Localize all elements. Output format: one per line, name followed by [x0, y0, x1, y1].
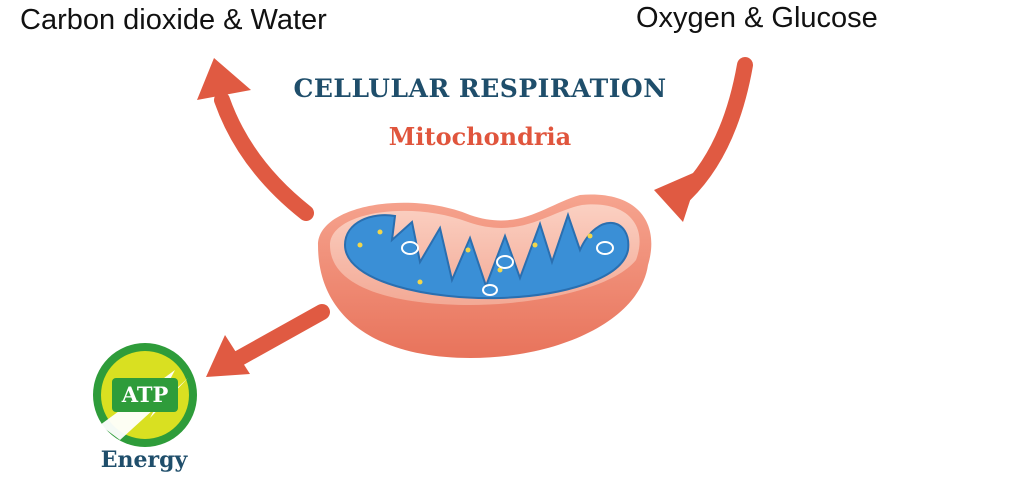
diagram-subtitle: Mitochondria: [388, 122, 572, 151]
atp-badge-icon: ATP: [93, 343, 197, 447]
outputs-label: Carbon dioxide & Water: [20, 4, 327, 36]
diagram-title: CELLULAR RESPIRATION: [293, 74, 667, 103]
atp-label: ATP: [121, 382, 169, 407]
arrow-to-atp-icon: [206, 304, 330, 377]
mitochondrion-icon: [318, 194, 652, 358]
arrow-down-left-icon: [654, 57, 753, 222]
arrow-up-left-icon: [197, 58, 314, 221]
energy-label: Energy: [100, 447, 188, 473]
inputs-label: Oxygen & Glucose: [636, 2, 878, 34]
